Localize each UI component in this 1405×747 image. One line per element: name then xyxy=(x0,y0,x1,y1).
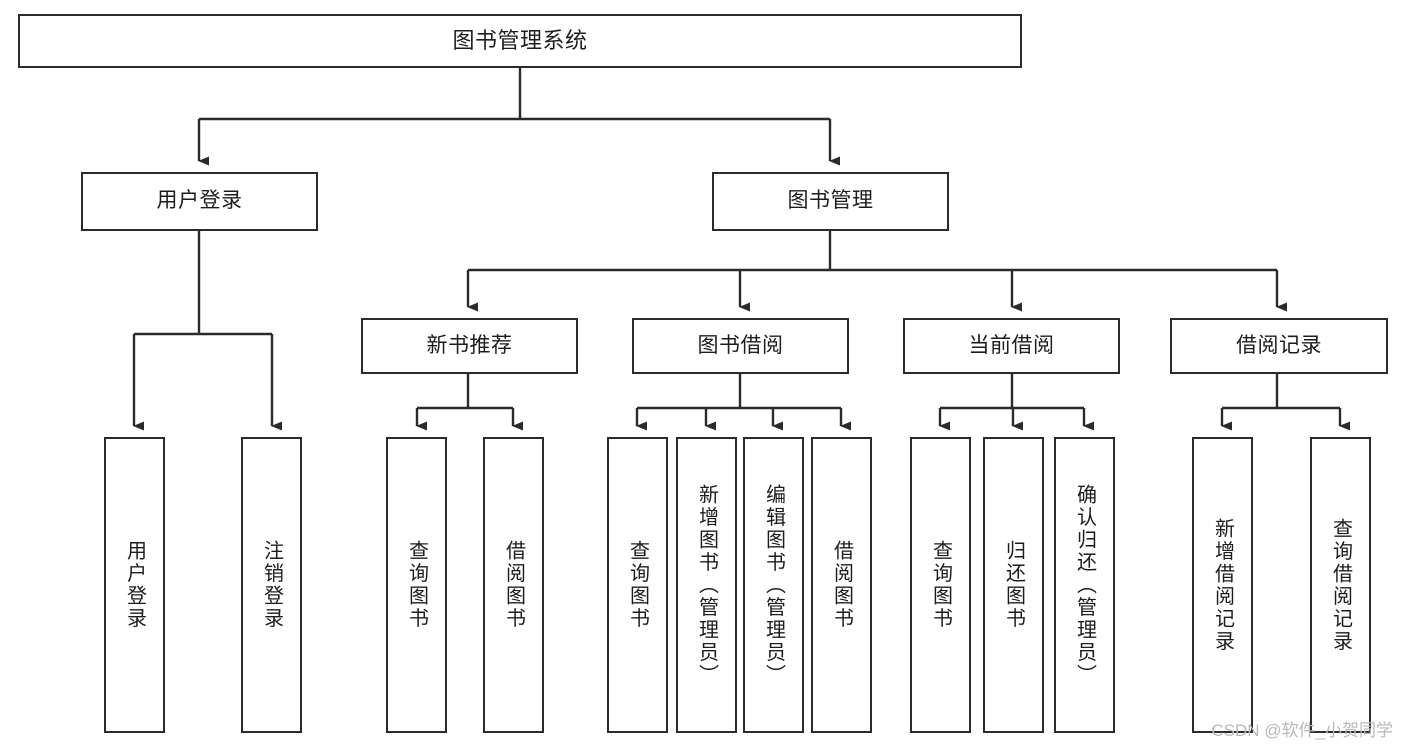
node-label: 查询借阅记录 xyxy=(1329,517,1352,653)
connector-group xyxy=(132,68,1350,431)
node-new-book-rec[interactable]: 新书推荐 xyxy=(361,318,578,374)
node-borrow-record[interactable]: 借阅记录 xyxy=(1170,318,1388,374)
node-label: 图书管理系统 xyxy=(452,28,588,54)
node-label: 查询图书 xyxy=(626,540,649,630)
node-leaf-borrow-edit[interactable]: 编辑图书（管理员） xyxy=(743,437,804,733)
node-leaf-rec-add[interactable]: 新增借阅记录 xyxy=(1192,437,1253,733)
node-leaf-borrow-query[interactable]: 查询图书 xyxy=(607,437,668,733)
node-root[interactable]: 图书管理系统 xyxy=(18,14,1022,68)
node-leaf-borrow-do[interactable]: 借阅图书 xyxy=(811,437,872,733)
node-label: 用户登录 xyxy=(123,540,146,630)
node-label: 注销登录 xyxy=(260,540,283,630)
node-label: 新增图书（管理员） xyxy=(695,483,718,687)
node-label: 借阅图书 xyxy=(502,540,525,630)
node-label: 编辑图书（管理员） xyxy=(762,483,785,687)
node-label: 归还图书 xyxy=(1002,540,1025,630)
node-label: 当前借阅 xyxy=(968,333,1055,357)
node-label: 借阅记录 xyxy=(1236,333,1322,357)
node-leaf-cur-return[interactable]: 归还图书 xyxy=(983,437,1044,733)
node-leaf-rec-search[interactable]: 查询借阅记录 xyxy=(1310,437,1371,733)
node-leaf-rec-query[interactable]: 查询图书 xyxy=(386,437,447,733)
node-leaf-user-login[interactable]: 用户登录 xyxy=(104,437,165,733)
watermark-label: CSDN @软件_小贺同学 xyxy=(1211,721,1393,740)
node-label: 借阅图书 xyxy=(830,540,853,630)
node-label: 确认归还（管理员） xyxy=(1073,483,1096,687)
node-label: 查询图书 xyxy=(929,540,952,630)
node-user-login[interactable]: 用户登录 xyxy=(81,172,318,231)
node-leaf-cur-confirm[interactable]: 确认归还（管理员） xyxy=(1054,437,1115,733)
node-book-borrow[interactable]: 图书借阅 xyxy=(632,318,849,374)
node-book-manage[interactable]: 图书管理 xyxy=(712,172,949,231)
node-label: 图书管理 xyxy=(787,189,874,213)
node-leaf-cur-query[interactable]: 查询图书 xyxy=(910,437,971,733)
node-label: 新书推荐 xyxy=(426,333,513,357)
node-leaf-rec-borrow[interactable]: 借阅图书 xyxy=(483,437,544,733)
node-label: 新增借阅记录 xyxy=(1211,517,1234,653)
node-label: 图书借阅 xyxy=(697,333,784,357)
node-leaf-logout[interactable]: 注销登录 xyxy=(241,437,302,733)
node-label: 查询图书 xyxy=(405,540,428,630)
node-label: 用户登录 xyxy=(156,189,243,213)
node-leaf-borrow-add[interactable]: 新增图书（管理员） xyxy=(676,437,737,733)
node-current-borrow[interactable]: 当前借阅 xyxy=(903,318,1120,374)
